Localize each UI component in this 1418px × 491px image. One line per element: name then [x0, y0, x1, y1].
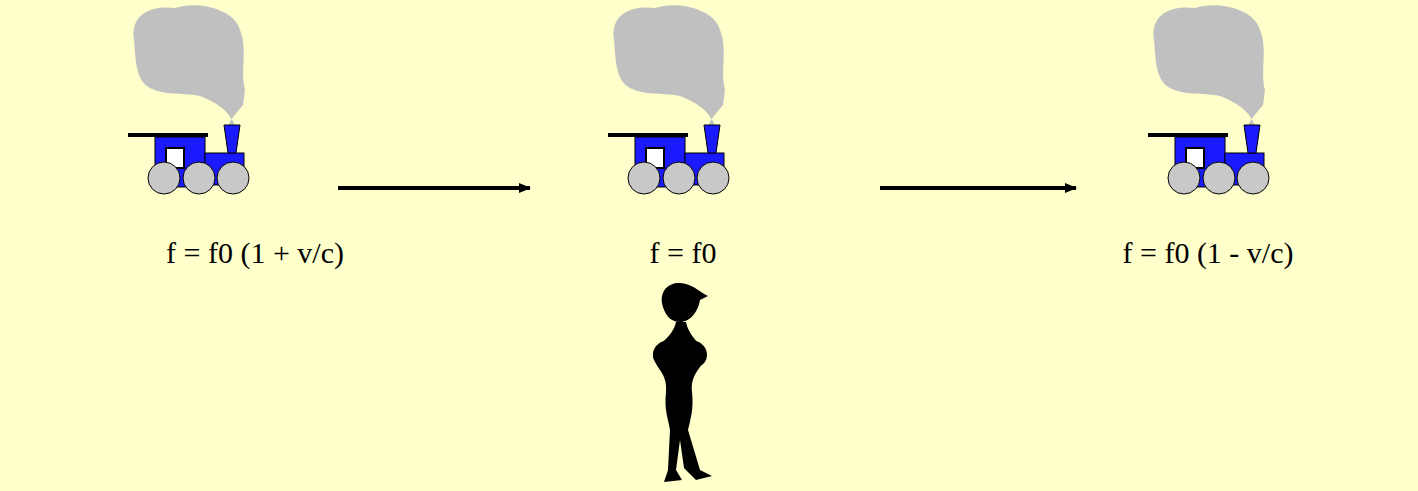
motion-arrow [338, 186, 530, 190]
formula-label: f = f0 (1 + v/c) [166, 236, 344, 270]
train-right [1148, 5, 1269, 194]
formula-label: f = f0 (1 - v/c) [1122, 236, 1293, 270]
observer-figure [653, 283, 712, 482]
formula-label: f = f0 [650, 236, 717, 270]
train-left [128, 5, 249, 194]
motion-arrow [880, 186, 1076, 190]
train-middle [608, 5, 729, 194]
